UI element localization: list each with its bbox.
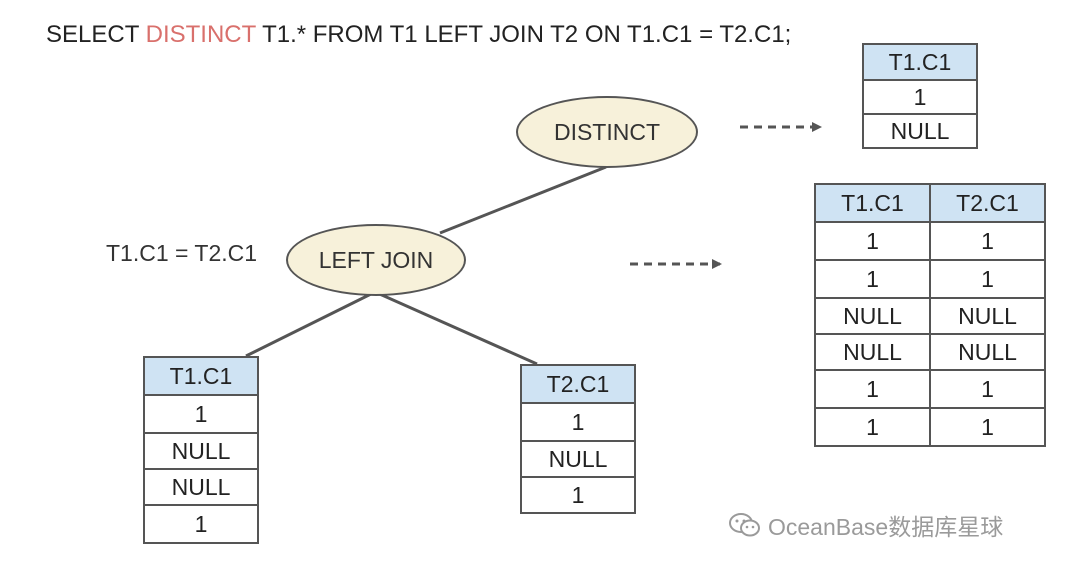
table-cell: 1 — [143, 504, 259, 544]
table-cell: NULL — [929, 333, 1046, 371]
table-cell: NULL — [143, 432, 259, 470]
sql-prefix: SELECT — [46, 21, 146, 48]
table-cell: 1 — [143, 394, 259, 434]
table-cell: 1 — [929, 369, 1046, 409]
table-cell: 1 — [814, 259, 931, 299]
t2-table: T2.C1 1 NULL 1 — [520, 364, 636, 514]
table-header: T1.C1 — [862, 43, 978, 81]
left-join-node: LEFT JOIN — [286, 224, 466, 296]
table-cell: 1 — [929, 221, 1046, 261]
table-cell: 1 — [520, 402, 636, 442]
watermark-text: OceanBase数据库星球 — [768, 514, 1004, 540]
table-cell: NULL — [143, 468, 259, 506]
table-cell: 1 — [929, 407, 1046, 447]
table-cell: 1 — [862, 79, 978, 115]
edge-join-to-t2 — [374, 290, 538, 366]
table-header: T2.C1 — [520, 364, 636, 404]
sql-keyword-distinct: DISTINCT — [145, 21, 256, 48]
table-header: T1.C1 — [143, 356, 259, 396]
table-cell: NULL — [929, 297, 1046, 335]
t1-table: T1.C1 1 NULL NULL 1 — [143, 356, 259, 544]
wechat-icon — [729, 513, 760, 537]
sql-statement: SELECT DISTINCT T1.* FROM T1 LEFT JOIN T… — [46, 18, 791, 52]
edge-distinct-to-join — [439, 165, 607, 235]
distinct-node-label: DISTINCT — [553, 118, 661, 145]
table-cell: NULL — [520, 440, 636, 478]
table-cell: NULL — [814, 333, 931, 371]
table-cell: 1 — [814, 221, 931, 261]
left-join-node-label: LEFT JOIN — [318, 246, 434, 273]
table-cell: 1 — [814, 407, 931, 447]
join-condition-label: T1.C1 = T2.C1 — [106, 240, 258, 266]
table-cell: 1 — [520, 476, 636, 514]
table-cell: NULL — [814, 297, 931, 335]
join-result-table: T1.C1 T2.C1 1 1 1 1 NULL NULL NULL NULL … — [814, 183, 1046, 447]
distinct-result-table: T1.C1 1 NULL — [862, 43, 978, 149]
table-cell: NULL — [862, 113, 978, 149]
watermark: OceanBase数据库星球 — [728, 508, 1003, 542]
edge-join-to-t1 — [245, 290, 376, 358]
table-cell: 1 — [929, 259, 1046, 299]
table-header: T2.C1 — [929, 183, 1046, 223]
table-cell: 1 — [814, 369, 931, 409]
table-header: T1.C1 — [814, 183, 931, 223]
sql-suffix: T1.* FROM T1 LEFT JOIN T2 ON T1.C1 = T2.… — [255, 21, 792, 48]
distinct-node: DISTINCT — [516, 96, 698, 168]
